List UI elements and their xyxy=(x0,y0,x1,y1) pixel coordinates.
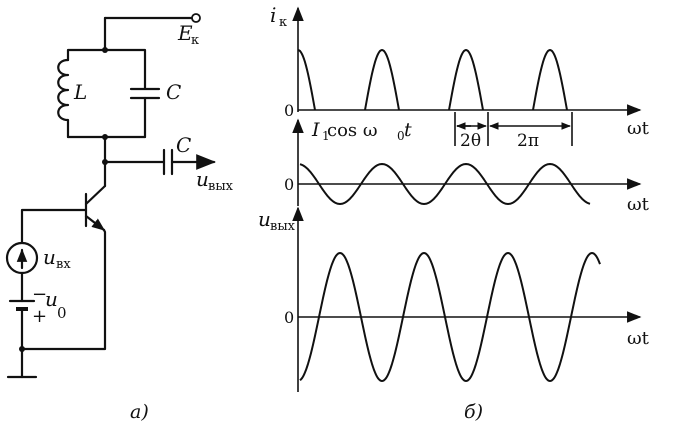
output-label: u xyxy=(196,167,209,191)
output-x-label: ωt xyxy=(627,328,650,349)
node-ground xyxy=(19,346,25,352)
output-label-sub: вых xyxy=(208,179,234,194)
harmonic-x-label: ωt xyxy=(627,194,650,215)
collector-current-pulses xyxy=(297,49,568,111)
tank-capacitor xyxy=(129,87,161,100)
output-y-label: u xyxy=(258,207,271,231)
input-label: u xyxy=(43,245,56,269)
supply-terminal xyxy=(191,13,201,23)
capacitor-label: C xyxy=(166,80,181,104)
input-label-sub: вх xyxy=(56,257,71,272)
tank-top-wire xyxy=(66,48,147,90)
transistor-emitter xyxy=(84,214,106,232)
coupling-capacitor xyxy=(162,148,174,176)
supply-label: E xyxy=(177,21,193,45)
base-wire xyxy=(20,208,88,244)
bias-plus: + xyxy=(32,306,47,327)
harmonic-y-label-sub: 1 xyxy=(322,129,330,143)
harmonic-zero: 0 xyxy=(284,175,294,194)
bias-label: u xyxy=(45,287,58,311)
collector-y-label: i xyxy=(270,3,276,27)
output-voltage-plot: u вых 0 ωt xyxy=(258,206,650,392)
harmonic-y-label-sub2: 0 xyxy=(397,129,405,143)
collector-x-label: ωt xyxy=(627,118,650,139)
period-label: 2π xyxy=(517,131,539,151)
collector-y-label-sub: к xyxy=(279,15,287,30)
emitter-wire xyxy=(20,228,107,351)
coupling-cap-label: C xyxy=(176,133,191,157)
collector-zero: 0 xyxy=(284,101,294,120)
transistor xyxy=(84,184,107,232)
bias-minus: − xyxy=(32,284,47,305)
collector-current-plot: i к 0 ωt 2θ 2π xyxy=(270,3,650,151)
harmonic-y-label-rest: cos ω xyxy=(327,120,378,141)
output-y-label-sub: вых xyxy=(270,219,296,234)
harmonic-y-label-t: t xyxy=(404,119,412,141)
harmonic-plot: I 1 cos ω 0 t 0 ωt xyxy=(284,118,650,215)
inductor-label: L xyxy=(73,80,87,104)
theta-label: 2θ xyxy=(460,131,481,151)
transistor-collector xyxy=(84,184,107,206)
output-zero: 0 xyxy=(284,308,294,327)
bias-label-sub: 0 xyxy=(57,304,67,322)
circuit-diagram: L C C u вых E к u вх xyxy=(5,13,234,423)
inductor-coil xyxy=(57,58,70,139)
harmonic-y-label: I xyxy=(311,119,320,141)
supply-label-sub: к xyxy=(191,33,199,48)
plots-caption: б) xyxy=(464,401,483,423)
waveform-plots: i к 0 ωt 2θ 2π I 1 cos ω 0 t 0 ωt xyxy=(258,3,650,423)
output-waveform xyxy=(299,252,601,382)
circuit-caption: а) xyxy=(130,401,149,423)
harmonic-waveform xyxy=(299,163,591,205)
node-tank-bottom xyxy=(102,134,108,140)
